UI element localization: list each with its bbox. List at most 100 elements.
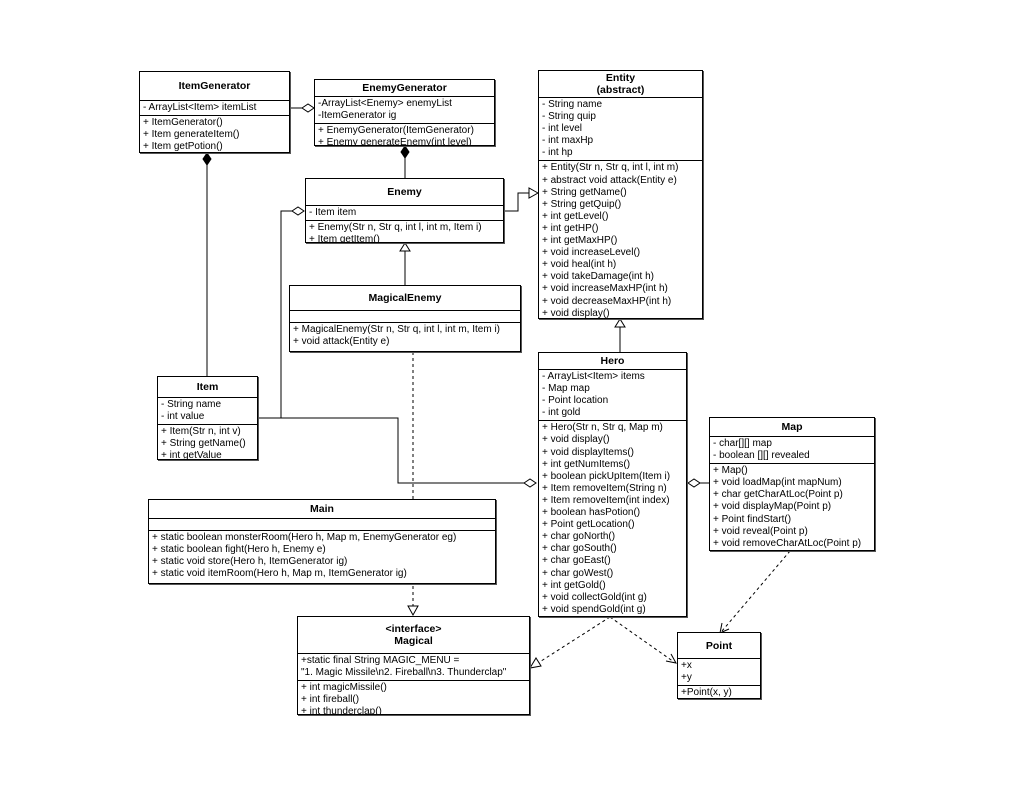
class-method: + void display() xyxy=(542,434,610,446)
class-attribute: - ArrayList<Item> items xyxy=(542,371,645,382)
class-methods-section: + Entity(Str n, Str q, int l, int m)+ ab… xyxy=(539,160,702,318)
class-method: + static void store(Hero h, ItemGenerato… xyxy=(152,556,348,568)
class-itemgenerator: ItemGenerator - ArrayList<Item> itemList +… xyxy=(139,71,290,153)
class-main: Main+ static boolean monsterRoom(Hero h,… xyxy=(148,499,496,584)
class-entity: Entity(abstract)- String name- String qu… xyxy=(538,70,703,319)
class-method: + int getLevel() xyxy=(542,210,609,222)
class-attributes-section: - String name- int value xyxy=(158,397,257,424)
class-method: + char goSouth() xyxy=(542,543,617,555)
composition-diamond xyxy=(400,145,410,159)
class-method: + Item removeItem(int index) xyxy=(542,494,670,506)
class-header: Item xyxy=(158,377,257,397)
class-header: ItemGenerator xyxy=(140,72,289,100)
class-method: +Point(x, y) xyxy=(681,687,732,699)
class-stereotype: <interface> xyxy=(385,623,442,635)
class-attribute: +static final String MAGIC_MENU = xyxy=(301,655,460,666)
class-method: + static void itemRoom(Hero h, Map m, It… xyxy=(152,568,407,580)
class-magical: <interface>Magical+static final String M… xyxy=(297,616,530,715)
class-attributes-section: - String name- String quip- int level- i… xyxy=(539,97,702,160)
class-attribute: - ArrayList<Item> itemList xyxy=(143,102,257,113)
class-header: Hero xyxy=(539,353,686,369)
class-attribute: - int level xyxy=(542,123,583,135)
class-name: Enemy xyxy=(387,186,422,198)
class-method: + Map() xyxy=(713,465,748,477)
class-method: + Item getItem() xyxy=(309,234,380,243)
class-method: + int fireball() xyxy=(301,694,360,706)
class-method: + char goNorth() xyxy=(542,531,616,543)
class-attribute: - int gold xyxy=(542,407,581,419)
class-method: + void displayMap(Point p) xyxy=(713,501,832,513)
class-attribute: - int hp xyxy=(542,147,573,159)
class-method: + Item(Str n, int v) xyxy=(161,426,241,438)
class-hero: Hero- ArrayList<Item> items- Map map- Po… xyxy=(538,352,687,617)
class-methods-section: + Map()+ void loadMap(int mapNum)+ char … xyxy=(710,463,874,550)
class-method: + void reveal(Point p) xyxy=(713,525,808,537)
class-attributes-section: - char[][] map- boolean [][] revealed xyxy=(710,436,874,463)
class-header: MagicalEnemy xyxy=(290,286,520,310)
class-method: + void attack(Entity e) xyxy=(293,336,390,348)
generalization-arrowhead xyxy=(528,187,540,199)
class-method: + int thunderclap() xyxy=(301,706,382,715)
class-method: + void displayItems() xyxy=(542,446,634,458)
class-methods-section: + MagicalEnemy(Str n, Str q, int l, int … xyxy=(290,322,520,349)
class-methods-section: + ItemGenerator()+ Item generateItem()+ … xyxy=(140,115,289,152)
class-method: + char getCharAtLoc(Point p) xyxy=(713,489,843,501)
class-method: + Enemy(Str n, Str q, int l, int m, Item… xyxy=(309,222,482,234)
class-attributes-section xyxy=(290,310,520,322)
class-method: + Item removeItem(String n) xyxy=(542,482,667,494)
class-point: Point+x+y+Point(x, y) xyxy=(677,632,761,699)
class-attribute: - int maxHp xyxy=(542,135,594,147)
class-method: + boolean pickUpItem(Item i) xyxy=(542,470,671,482)
class-method: + static boolean fight(Hero h, Enemy e) xyxy=(152,544,326,556)
class-header: Point xyxy=(678,633,760,658)
class-method: + char goWest() xyxy=(542,567,614,579)
class-attribute: - String quip xyxy=(542,111,596,123)
class-method: + void increaseLevel() xyxy=(542,247,641,259)
class-method: + int magicMissile() xyxy=(301,682,387,694)
class-attribute: - boolean [][] revealed xyxy=(713,450,810,462)
composition-diamond xyxy=(202,152,212,166)
class-enemy: Enemy - Item item + Enemy(Str n, Str q, in… xyxy=(305,178,504,243)
class-name: EnemyGenerator xyxy=(362,82,447,94)
class-attribute: -ItemGenerator ig xyxy=(318,110,397,122)
class-item: Item- String name- int value + Item(Str n… xyxy=(157,376,258,460)
class-magicalenemy: MagicalEnemy + MagicalEnemy(Str n, Str q,… xyxy=(289,285,521,352)
generalization-enemy-entity xyxy=(504,192,530,212)
class-method: + boolean hasPotion() xyxy=(542,507,641,519)
class-attribute: -ArrayList<Enemy> enemyList xyxy=(318,98,452,109)
aggregation-diamond xyxy=(523,478,537,488)
realization-arrowhead xyxy=(407,605,419,617)
class-attribute: +y xyxy=(681,672,692,684)
class-method: + String getQuip() xyxy=(542,198,622,210)
class-method: + Hero(Str n, Str q, Map m) xyxy=(542,422,663,434)
class-method: + void increaseMaxHP(int h) xyxy=(542,283,668,295)
class-stereotype: (abstract) xyxy=(596,84,645,96)
class-attribute: - Item item xyxy=(309,207,357,218)
class-attribute: "1. Magic Missile\n2. Fireball\n3. Thund… xyxy=(301,667,507,679)
class-method: + char goEast() xyxy=(542,555,611,567)
class-header: Enemy xyxy=(306,179,503,205)
class-attribute: - Point location xyxy=(542,395,609,407)
class-method: + ItemGenerator() xyxy=(143,117,223,129)
class-methods-section: + static boolean monsterRoom(Hero h, Map… xyxy=(149,530,495,581)
aggregation-diamond xyxy=(291,206,305,216)
class-attribute: - String name xyxy=(161,399,222,410)
class-name: Entity xyxy=(605,72,636,84)
class-method: + Entity(Str n, Str q, int l, int m) xyxy=(542,162,679,174)
class-method: + int getGold() xyxy=(542,579,606,591)
class-attributes-section: +static final String MAGIC_MENU ="1. Mag… xyxy=(298,653,529,680)
class-map: Map- char[][] map- boolean [][] revealed… xyxy=(709,417,875,551)
generalization-arrowhead xyxy=(614,318,626,328)
class-method: + void removeCharAtLoc(Point p) xyxy=(713,537,862,549)
class-method: + static boolean monsterRoom(Hero h, Map… xyxy=(152,532,457,543)
class-method: + int getValue xyxy=(161,450,222,460)
class-method: + void collectGold(int g) xyxy=(542,591,647,603)
class-name: Hero xyxy=(600,355,625,367)
class-header: Map xyxy=(710,418,874,436)
class-header: <interface>Magical xyxy=(298,617,529,653)
class-method: + int getNumItems() xyxy=(542,458,631,470)
class-method: + void loadMap(int mapNum) xyxy=(713,477,842,489)
class-method: + Item generateItem() xyxy=(143,129,240,141)
